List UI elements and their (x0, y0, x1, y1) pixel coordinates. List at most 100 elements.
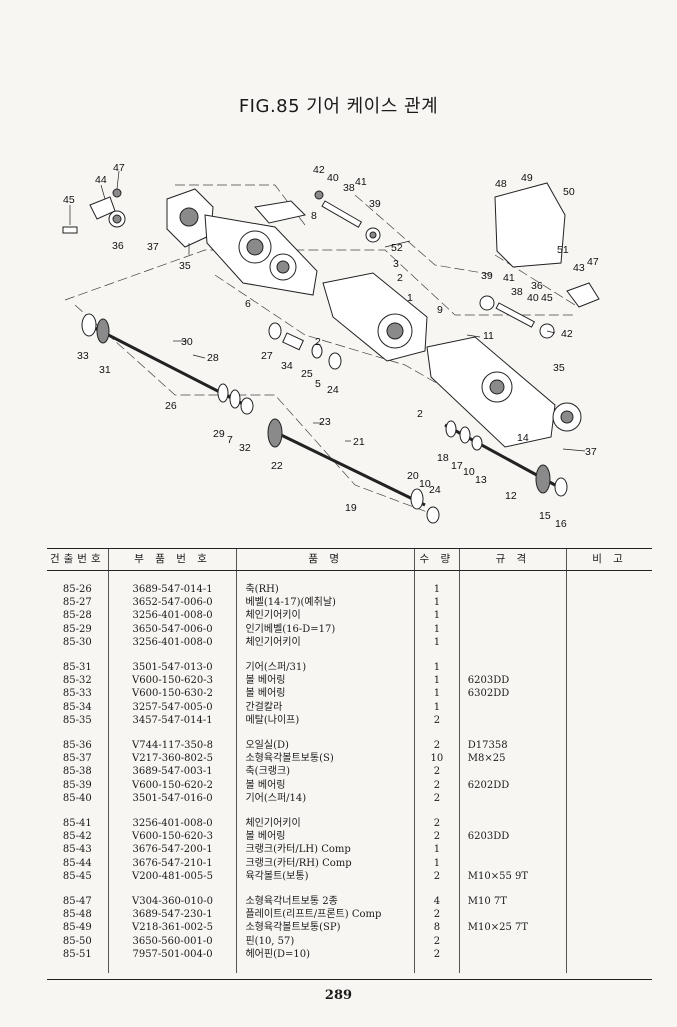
cell-quantity: 1 (414, 635, 460, 650)
cell-part-number: V200-481-005-5 (107, 869, 237, 884)
cell-quantity: 2 (414, 817, 460, 831)
cell-item-no: 85-28 (62, 610, 92, 622)
table-bottom-rule (47, 979, 652, 980)
callout-31: 31 (99, 364, 111, 376)
cell-quantity: 2 (414, 713, 460, 728)
cell-remarks (566, 674, 652, 688)
cell-part-number: 3256-401-008-0 (107, 817, 237, 831)
cell-remarks (566, 752, 652, 766)
cell-part-number: 3689-547-003-1 (107, 765, 237, 779)
callout-40-right: 40 (527, 292, 539, 304)
callout-21: 21 (353, 436, 365, 448)
cell-quantity: 2 (414, 778, 460, 792)
callout-37: 37 (147, 241, 159, 253)
figure-title: FIG.85 기어 케이스 관계 (238, 96, 439, 117)
cell-item-no: 85-48 (62, 909, 92, 921)
callout-20: 20 (407, 470, 419, 482)
cell-spec (458, 635, 567, 650)
cell-remarks (566, 713, 652, 728)
cell-spec (458, 713, 567, 728)
callout-15: 15 (539, 510, 551, 522)
callout-37-right: 37 (585, 446, 597, 458)
cell-item-no: 85-49 (62, 922, 92, 934)
cell-item-no: 85-47 (62, 896, 92, 908)
cell-part-number: 3689-547-014-1 (107, 583, 237, 597)
cell-remarks (566, 908, 652, 922)
callout-47-right: 47 (587, 256, 599, 268)
cell-item-no: 85-51 (62, 948, 92, 960)
cell-spec (458, 908, 567, 922)
cell-part-name: 핀(10, 57) (236, 934, 415, 948)
cell-item-no: 85-37 (62, 753, 92, 765)
callout-39: 39 (369, 198, 381, 210)
cell-quantity: 2 (414, 947, 460, 962)
cell-remarks (566, 596, 652, 610)
callout-labels: 47 44 45 36 37 35 42 40 38 41 39 8 52 3 … (63, 162, 599, 530)
header-part-name: 품 명 (236, 548, 415, 571)
callout-32: 32 (239, 442, 251, 454)
callout-51: 51 (557, 244, 569, 256)
cell-part-number: V218-361-002-5 (107, 921, 237, 935)
header-item-no: 건출번호 (47, 548, 109, 571)
spacer-row (47, 570, 652, 583)
cell-part-name: 체인기어키이 (236, 609, 415, 623)
callout-12: 12 (505, 490, 517, 502)
callout-34: 34 (281, 360, 293, 372)
cell-part-name: 축(RH) (236, 583, 415, 597)
cell-remarks (566, 843, 652, 857)
cell-part-number: 3501-547-013-0 (107, 661, 237, 675)
callout-27: 27 (261, 350, 273, 362)
cell-part-name: 플레이트(리프트/프론트) Comp (236, 908, 415, 922)
cell-quantity: 1 (414, 856, 460, 870)
cell-spec (458, 791, 567, 806)
cell-part-number: V217-360-802-5 (107, 752, 237, 766)
cell-part-number: 3676-547-200-1 (107, 843, 237, 857)
cell-quantity: 1 (414, 583, 460, 597)
cell-part-number: 3650-560-001-0 (107, 934, 237, 948)
cell-part-number: V600-150-630-2 (107, 687, 237, 701)
cell-quantity: 8 (414, 921, 460, 935)
callout-23: 23 (319, 416, 331, 428)
callout-36-right: 36 (531, 280, 543, 292)
header-part-number: 부 품 번 호 (107, 548, 237, 571)
cell-spec: M10×25 7T (458, 921, 567, 935)
callout-29: 29 (213, 428, 225, 440)
callout-10: 10 (419, 478, 431, 490)
callout-30: 30 (181, 336, 193, 348)
cell-part-number: V744-117-350-8 (107, 739, 237, 753)
callout-2-mid: 2 (315, 336, 321, 348)
callout-48: 48 (495, 178, 507, 190)
callout-38: 38 (343, 182, 355, 194)
cell-item-no: 85-44 (62, 857, 92, 869)
cell-quantity: 1 (414, 674, 460, 688)
cell-remarks (566, 661, 652, 675)
callout-35-right: 35 (553, 362, 565, 374)
cell-part-name: 소형육각볼트보통(S) (236, 752, 415, 766)
cell-part-number: 3457-547-014-1 (107, 713, 237, 728)
cell-part-name: 크랭크(카터/LH) Comp (236, 843, 415, 857)
cell-remarks (566, 791, 652, 806)
cell-remarks (566, 609, 652, 623)
callout-49: 49 (521, 172, 533, 184)
cell-item-no: 85-45 (62, 870, 92, 882)
cell-part-name: 볼 베어링 (236, 778, 415, 792)
callout-41: 41 (355, 176, 367, 188)
callout-39-right: 39 (481, 270, 493, 282)
cell-part-number: V304-360-010-0 (107, 895, 237, 909)
cell-item-no: 85-50 (62, 935, 92, 947)
cell-quantity: 2 (414, 830, 460, 844)
cell-part-number: V600-150-620-2 (107, 778, 237, 792)
callout-52: 52 (391, 242, 403, 254)
